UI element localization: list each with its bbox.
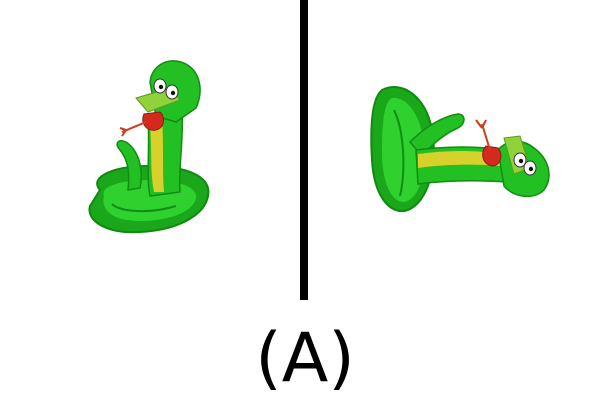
snake-tongue [475, 119, 491, 151]
snake-tail [116, 139, 142, 191]
snake-tail [408, 113, 465, 158]
snake-head [475, 119, 550, 198]
snake-mouth [482, 145, 502, 167]
snake-upright-illustration [88, 60, 210, 234]
snake-mouth [142, 111, 164, 131]
panel-divider [300, 0, 308, 300]
snake-eyes [513, 152, 537, 176]
snake-tongue [119, 121, 147, 137]
figure-label: (A) [255, 319, 355, 398]
snake-rotated-illustration [370, 86, 550, 213]
snake-head [119, 60, 201, 137]
right-panel [308, 0, 610, 300]
snake-eyes [153, 78, 179, 100]
left-panel [0, 0, 300, 300]
